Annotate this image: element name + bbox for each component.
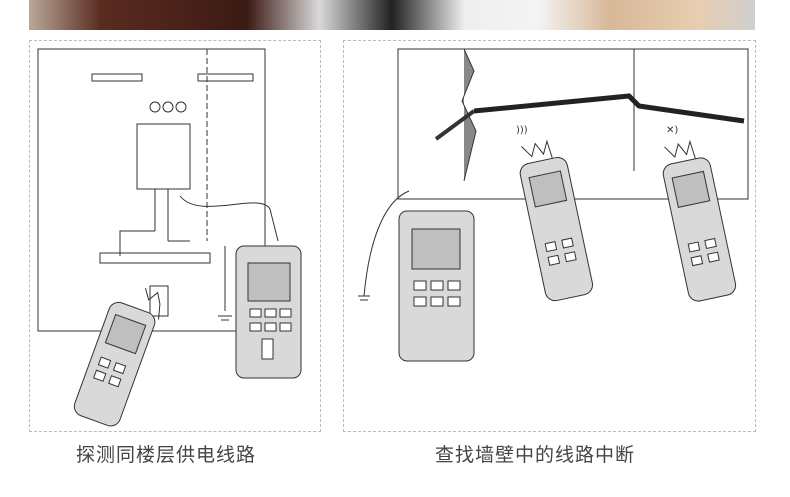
breaker-box bbox=[136, 123, 191, 190]
terminal-strip bbox=[197, 73, 254, 82]
terminal-block bbox=[99, 252, 211, 264]
transmitter-device bbox=[235, 245, 302, 379]
receiver-device-no-signal bbox=[662, 139, 737, 302]
buried-cable bbox=[473, 93, 745, 124]
receiver-device-signal bbox=[519, 139, 594, 302]
signal-icon: ))) bbox=[516, 125, 528, 136]
caption-right: 查找墙壁中的线路中断 bbox=[435, 444, 636, 466]
no-signal-icon: ✕) bbox=[666, 125, 678, 136]
room-photo-banner bbox=[29, 0, 755, 30]
receiver-device bbox=[73, 288, 161, 427]
fuse bbox=[175, 101, 187, 113]
caption-left: 探测同楼层供电线路 bbox=[76, 444, 257, 466]
terminal-strip bbox=[91, 73, 143, 82]
wall-break-illustration: ))) ✕) bbox=[358, 48, 749, 362]
wall-crack bbox=[461, 48, 477, 182]
transmitter-device bbox=[398, 210, 475, 362]
probe-cable bbox=[179, 195, 279, 242]
fuse bbox=[149, 101, 161, 113]
ground-lead bbox=[358, 190, 410, 301]
ground-symbol bbox=[218, 246, 232, 321]
wall-outline bbox=[37, 48, 266, 332]
panel-wall-break-detection: ))) ✕) bbox=[343, 40, 756, 432]
panel-same-floor-wiring bbox=[29, 40, 321, 432]
probe-connector bbox=[434, 109, 476, 141]
wiring-diagram-illustration bbox=[37, 48, 302, 427]
wires bbox=[119, 189, 190, 256]
fuse bbox=[162, 101, 174, 113]
